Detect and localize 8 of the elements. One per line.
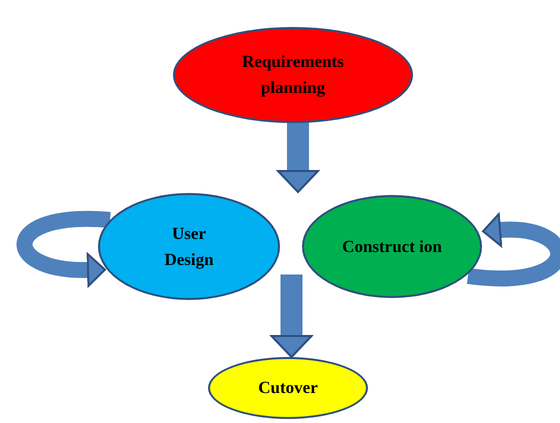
node-label: Requirements planning xyxy=(241,51,345,99)
block-arrow xyxy=(270,274,312,358)
node-label: Cutover xyxy=(257,377,319,399)
curved-arrow xyxy=(467,213,560,286)
block-arrow xyxy=(277,121,319,193)
curved-arrow xyxy=(16,210,110,287)
node-label: Construct ion xyxy=(341,236,443,258)
node-label: User Design xyxy=(163,222,215,271)
